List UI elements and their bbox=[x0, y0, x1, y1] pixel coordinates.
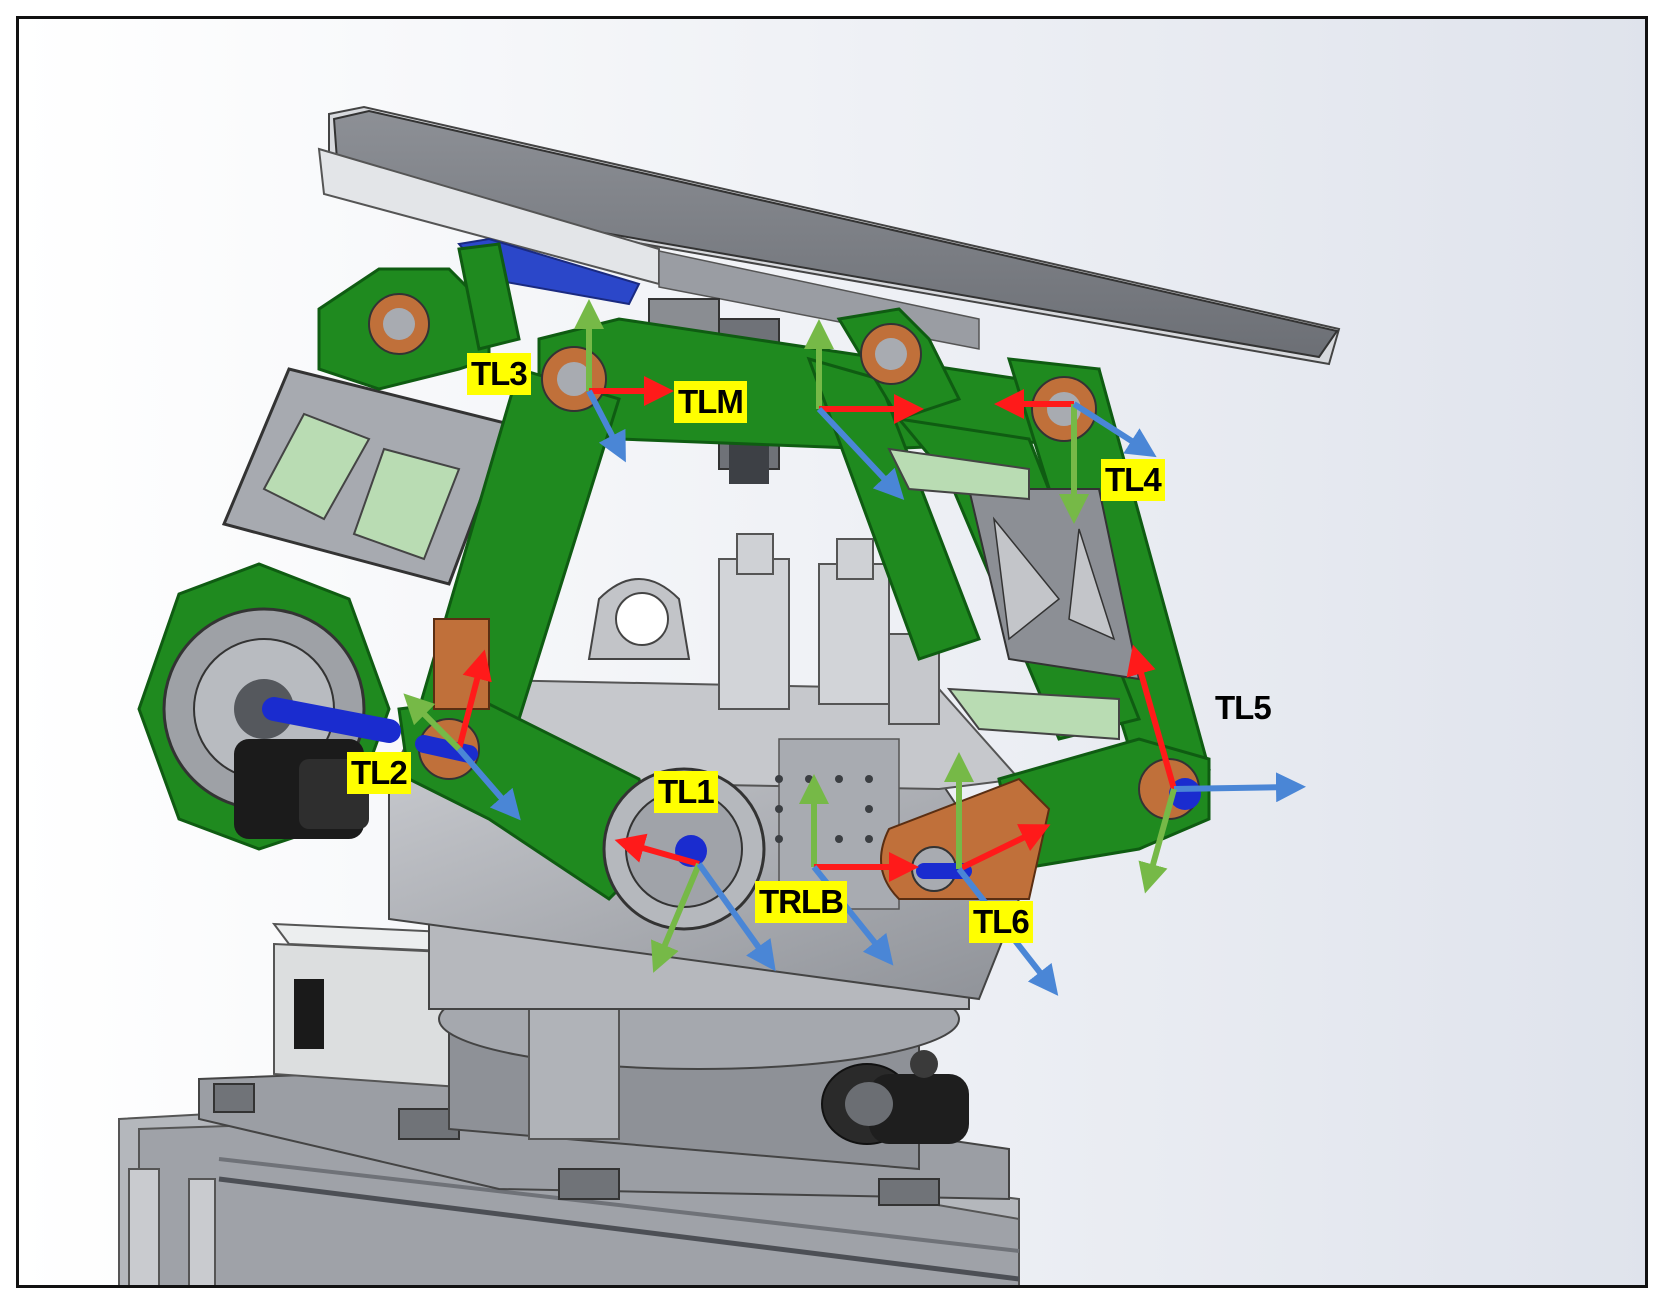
rotary-base bbox=[428, 918, 970, 1171]
label-tl1: TL1 bbox=[654, 771, 718, 813]
left-cross-plate bbox=[221, 367, 511, 586]
label-tl3: TL3 bbox=[467, 353, 531, 395]
top-panel bbox=[317, 105, 1341, 366]
coordinate-frames bbox=[403, 299, 1306, 996]
label-tlm: TLM bbox=[674, 381, 747, 423]
label-tl4: TL4 bbox=[1101, 459, 1165, 501]
label-trlb: TRLB bbox=[755, 881, 847, 923]
label-tl6: TL6 bbox=[969, 901, 1033, 943]
right-cross-plate bbox=[887, 447, 1141, 741]
robot-cad-drawing bbox=[19, 19, 1645, 1285]
label-tl5: TL5 bbox=[1215, 689, 1272, 726]
label-tl2: TL2 bbox=[347, 752, 411, 794]
base-motor bbox=[821, 1050, 969, 1145]
figure-frame: TL3 TLM TL4 TL2 TL1 TL5 TRLB TL6 bbox=[16, 16, 1648, 1288]
body-top-parts bbox=[587, 533, 940, 725]
